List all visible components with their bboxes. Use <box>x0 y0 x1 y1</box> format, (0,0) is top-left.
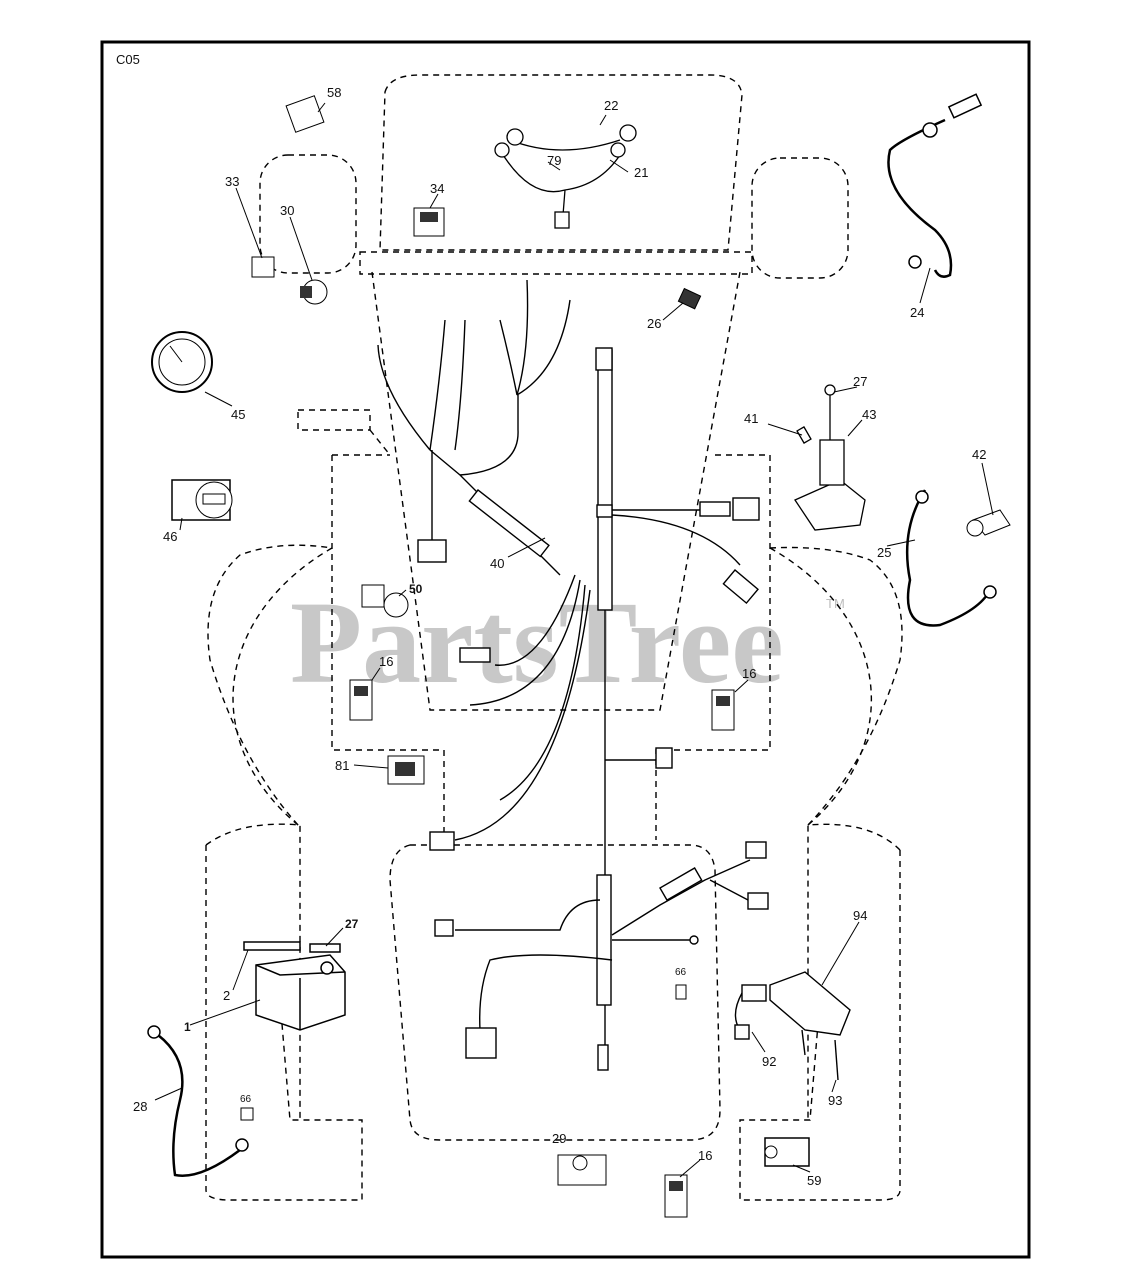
callout-24: 24 <box>910 305 924 320</box>
component-29 <box>557 1154 607 1186</box>
component-50 <box>361 584 409 618</box>
callout-16-left: 16 <box>379 654 393 669</box>
callout-42: 42 <box>972 447 986 462</box>
callout-labels: 58 22 79 21 33 30 34 24 26 27 41 43 45 4… <box>133 85 986 1188</box>
wiring-harness <box>377 279 769 1071</box>
callout-50: 50 <box>409 582 423 596</box>
component-33 <box>251 256 275 278</box>
watermark-tm: TM <box>826 596 845 611</box>
callout-46: 46 <box>163 529 177 544</box>
component-30 <box>300 279 328 305</box>
callout-66-left: 66 <box>240 1094 252 1105</box>
callout-22: 22 <box>604 98 618 113</box>
callout-66-right: 66 <box>675 967 687 978</box>
component-25-cable <box>905 489 997 627</box>
callout-27-top: 27 <box>853 374 867 389</box>
component-94-regulator <box>769 971 851 1081</box>
callout-26: 26 <box>647 316 661 331</box>
component-16-left <box>349 679 373 721</box>
callout-16-bottom: 16 <box>698 1148 712 1163</box>
component-66-right <box>675 984 687 1000</box>
callout-59: 59 <box>807 1173 821 1188</box>
diagram-code: C05 <box>116 52 140 67</box>
callout-93: 93 <box>828 1093 842 1108</box>
leader-lines <box>154 102 994 1178</box>
diagram-frame <box>100 40 1031 1259</box>
callout-30: 30 <box>280 203 294 218</box>
callout-1: 1 <box>184 1020 191 1034</box>
callout-27-battery: 27 <box>345 917 359 931</box>
component-1-battery <box>243 941 346 1031</box>
callout-45: 45 <box>231 407 245 422</box>
callout-81: 81 <box>335 758 349 773</box>
callout-25: 25 <box>877 545 891 560</box>
headlight-harness <box>494 124 637 229</box>
callout-29: 29 <box>552 1131 566 1146</box>
component-58 <box>285 95 325 133</box>
callout-2: 2 <box>223 988 230 1003</box>
component-81-relay <box>387 755 425 785</box>
callout-79: 79 <box>547 153 561 168</box>
component-92 <box>734 984 767 1040</box>
component-34 <box>413 207 445 237</box>
component-16-right <box>711 689 735 731</box>
callout-21: 21 <box>634 165 648 180</box>
callout-58: 58 <box>327 85 341 100</box>
callout-16-right: 16 <box>742 666 756 681</box>
component-66-left <box>240 1107 254 1121</box>
component-43-solenoid <box>794 384 866 531</box>
component-24-cable <box>887 93 983 278</box>
component-42 <box>966 509 1011 537</box>
callout-28: 28 <box>133 1099 147 1114</box>
component-59 <box>764 1137 810 1167</box>
component-45-gauge <box>151 331 213 393</box>
callout-94: 94 <box>853 908 867 923</box>
callout-41: 41 <box>744 411 758 426</box>
callout-92: 92 <box>762 1054 776 1069</box>
component-26 <box>677 287 702 310</box>
callout-43: 43 <box>862 407 876 422</box>
callout-40: 40 <box>490 556 504 571</box>
tractor-outline <box>205 74 903 1201</box>
callout-34: 34 <box>430 181 444 196</box>
component-16-bottom <box>664 1174 688 1218</box>
component-46-hourmeter <box>171 479 233 521</box>
component-28-cable <box>147 1025 249 1177</box>
callout-33: 33 <box>225 174 239 189</box>
